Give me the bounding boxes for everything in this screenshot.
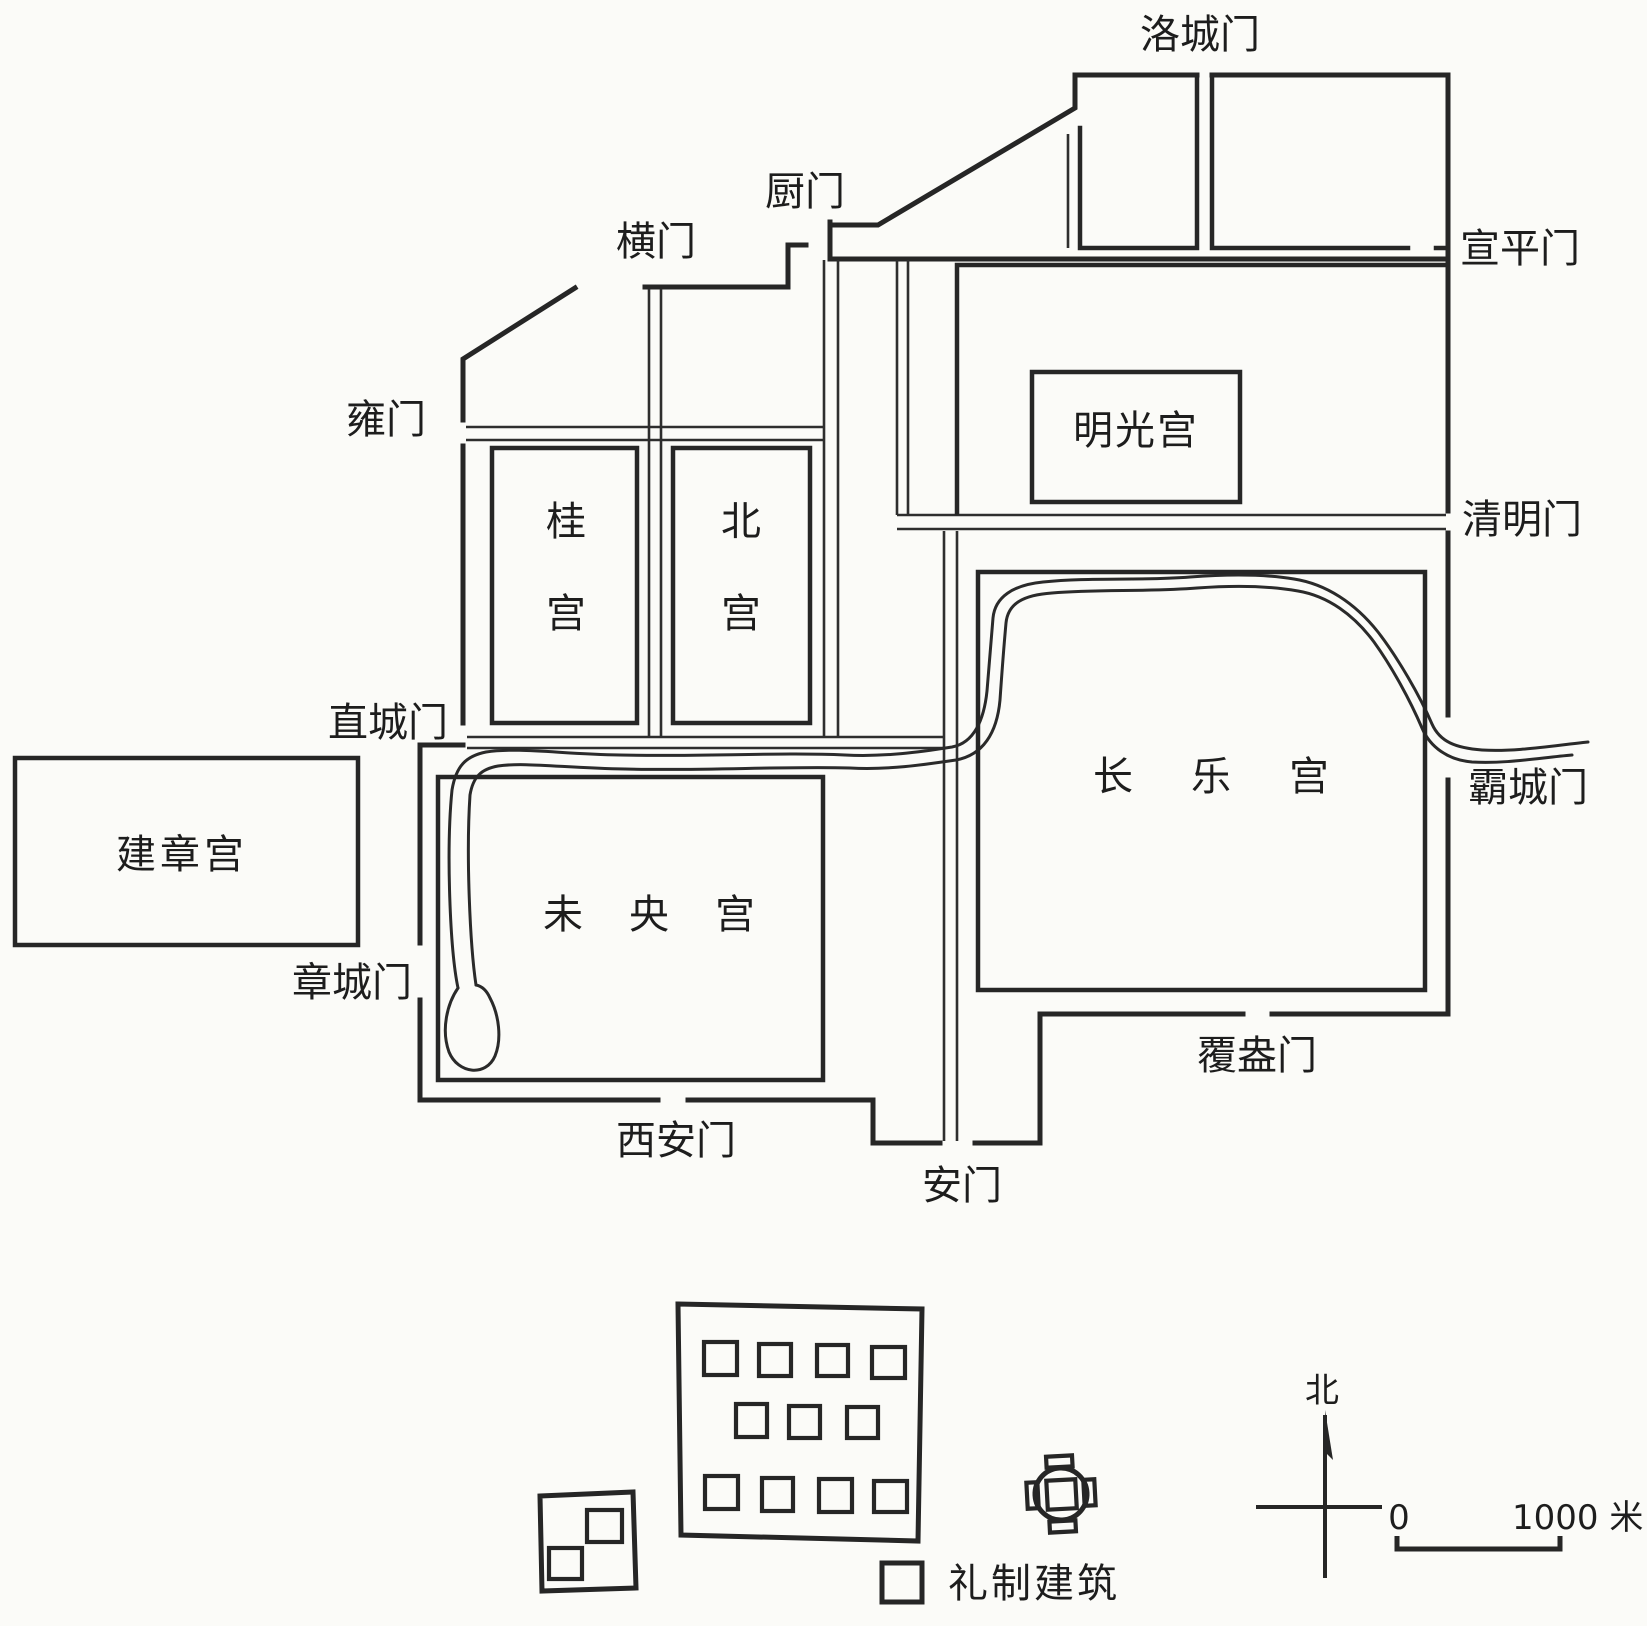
bei-palace-label: 北宫 [714, 500, 760, 684]
gate-label-luochengmen: 洛城门 [1140, 12, 1260, 58]
ritual-building-complex [537, 1301, 1098, 1594]
gui-palace-outline [489, 445, 640, 726]
street-between-gui-and-bei [647, 289, 663, 737]
northeast-blocks [1066, 72, 1451, 251]
gate-label-chumen: 厨门 [765, 169, 845, 215]
gate-label-anmen: 安门 [922, 1163, 1002, 1209]
water-channel [443, 573, 1590, 1072]
street-anmen-avenue [942, 531, 959, 1141]
round-building-tab-east [1081, 1477, 1098, 1508]
gate-label-xianmen: 西安门 [616, 1118, 736, 1164]
channel-south-line [466, 584, 1574, 987]
northeast-block-east [1209, 72, 1451, 251]
weiyang-palace-outline [435, 774, 826, 1083]
ritual-grid-cells [701, 1339, 910, 1515]
ritual-cell [701, 1339, 740, 1378]
jianzhang-palace-outline [12, 755, 361, 948]
gate-label-yongmen: 雍门 [346, 397, 426, 443]
round-building-ring [1032, 1465, 1090, 1523]
street-east-of-bei-palace [822, 260, 840, 737]
gate-label-hengmen: 横门 [616, 219, 696, 265]
gate-label-qingmingmen: 清明门 [1462, 497, 1582, 543]
scale-end-label: 1000 米 [1512, 1498, 1643, 1538]
city-wall [417, 72, 1451, 1146]
ritual-cell [816, 1476, 855, 1515]
street-qingming-avenue [897, 513, 1446, 531]
city-wall-west [417, 284, 1451, 1146]
legend: 礼制建筑 [879, 1560, 1120, 1607]
compass-north-label: 北 [1305, 1371, 1339, 1411]
round-ritual-building [1024, 1453, 1098, 1535]
gui-palace-label: 桂宫 [539, 500, 586, 684]
city-wall-north [642, 72, 1451, 290]
ritual-cell [871, 1478, 910, 1515]
ritual-cell [702, 1473, 741, 1512]
ritual-small-cell [584, 1507, 625, 1545]
ritual-small-enclosure [537, 1489, 639, 1594]
ritual-cell [786, 1403, 823, 1441]
mingguang-palace-outline [1029, 369, 1243, 505]
mingguang-palace-label: 明光宫 [1073, 408, 1199, 454]
ritual-cell [733, 1401, 770, 1440]
round-building-tab-north [1043, 1453, 1075, 1470]
ritual-cell [844, 1404, 881, 1441]
ritual-cell [869, 1344, 908, 1381]
weiyang-palace-label: 未央宫 [543, 892, 801, 938]
street-zhicheng-avenue [467, 735, 944, 750]
compass-arrowhead [1325, 1410, 1333, 1460]
channel-north-line [447, 573, 1590, 990]
round-building-core [1044, 1477, 1079, 1512]
gate-label-zhangchengmen: 章城门 [292, 960, 412, 1006]
mingguang-enclosure [954, 262, 1448, 515]
bei-palace-outline [670, 445, 813, 726]
scale-bar-bracket [1394, 1536, 1563, 1552]
scale-zero-label: 0 [1388, 1498, 1410, 1538]
northeast-block-west [1077, 72, 1200, 251]
compass: 北 [1256, 1371, 1382, 1578]
ritual-grid-enclosure [675, 1301, 925, 1544]
ritual-cell [759, 1475, 796, 1514]
gate-labels: 洛城门 宣平门 清明门 霸城门 覆盎门 安门 西安门 章城门 直城门 雍门 横门… [292, 12, 1588, 1209]
ritual-cell [814, 1342, 851, 1379]
street-west-of-mingguang [895, 260, 910, 515]
palaces: 建章宫 桂宫 北宫 明光宫 长乐宫 未央宫 [12, 262, 1448, 1083]
round-building-tab-west [1024, 1480, 1041, 1511]
legend-square-symbol [879, 1560, 925, 1605]
gate-label-xuanpingmen: 宣平门 [1460, 226, 1580, 272]
gate-label-bachengmen: 霸城门 [1468, 765, 1588, 811]
channel-pool-loop [443, 983, 501, 1072]
changle-palace-label: 长乐宫 [1093, 754, 1387, 800]
jianzhang-palace-label: 建章宫 [116, 832, 248, 878]
round-building-tab-south [1047, 1518, 1079, 1535]
gate-label-fuangmen: 覆盎门 [1197, 1033, 1317, 1079]
street-yongmen-avenue [466, 425, 824, 442]
ritual-small-cell [546, 1545, 585, 1582]
ritual-cell [756, 1341, 794, 1379]
changle-palace-outline [975, 569, 1428, 993]
streets [466, 260, 1446, 1141]
scale-bar: 0 1000 米 [1388, 1498, 1643, 1552]
legend-label: 礼制建筑 [948, 1561, 1120, 1607]
gate-label-zhichengmen: 直城门 [328, 700, 448, 746]
